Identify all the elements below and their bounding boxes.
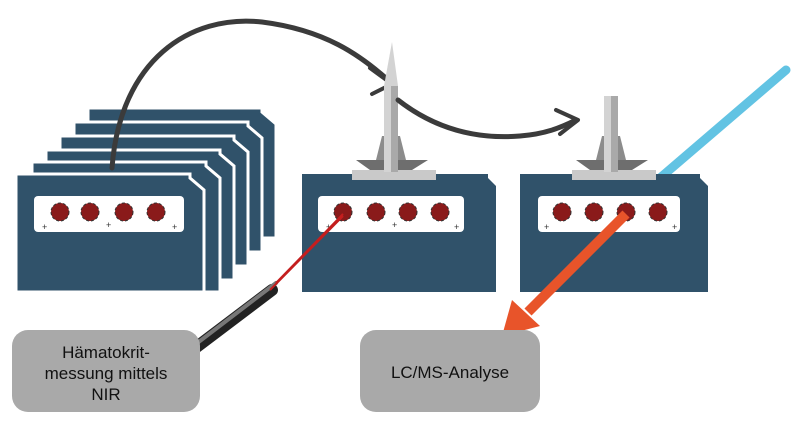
- svg-text:+: +: [42, 222, 47, 232]
- plus-marks: + + +: [42, 220, 177, 232]
- stacked-cards-icon: + + +: [14, 106, 278, 294]
- solvent-line: [655, 65, 791, 183]
- svg-text:+: +: [672, 222, 677, 232]
- card-front: + + +: [14, 172, 206, 294]
- plus-marks: + + +: [326, 220, 459, 232]
- card-middle: + + +: [302, 174, 496, 292]
- nir-label-line-1: Hämatokrit-: [62, 343, 150, 362]
- dried-blood-spots: [50, 202, 166, 222]
- spot-strip: [318, 196, 464, 232]
- nir-label-line-2: messung mittels: [45, 364, 168, 383]
- laser-probe-icon: [184, 213, 344, 358]
- spot-strip: [538, 196, 680, 232]
- svg-text:+: +: [106, 220, 111, 230]
- transfer-arrow-icon-2: [395, 97, 579, 140]
- extraction-arrow: [524, 210, 630, 316]
- extraction-arrowhead: [502, 300, 540, 336]
- needle-icon: [384, 42, 398, 172]
- nir-label-line-3: NIR: [91, 385, 120, 404]
- laser-beam-2: [269, 215, 344, 291]
- svg-text:+: +: [172, 222, 177, 232]
- dried-blood-spots: [333, 202, 450, 222]
- svg-text:+: +: [326, 222, 331, 232]
- transfer-arrowhead-2: [554, 108, 580, 136]
- svg-text:+: +: [392, 220, 397, 230]
- spot-strip: [34, 196, 184, 232]
- svg-text:+: +: [454, 222, 459, 232]
- transfer-arrow-icon: [109, 18, 391, 171]
- lcms-label-text: LC/MS-Analyse: [391, 363, 509, 382]
- dried-blood-spots: [552, 202, 668, 222]
- lcms-label-box: LC/MS-Analyse: [360, 330, 540, 412]
- nir-label-box: Hämatokrit- messung mittels NIR: [12, 330, 200, 412]
- svg-text:+: +: [544, 222, 549, 232]
- clamp-icon-right: [572, 96, 656, 180]
